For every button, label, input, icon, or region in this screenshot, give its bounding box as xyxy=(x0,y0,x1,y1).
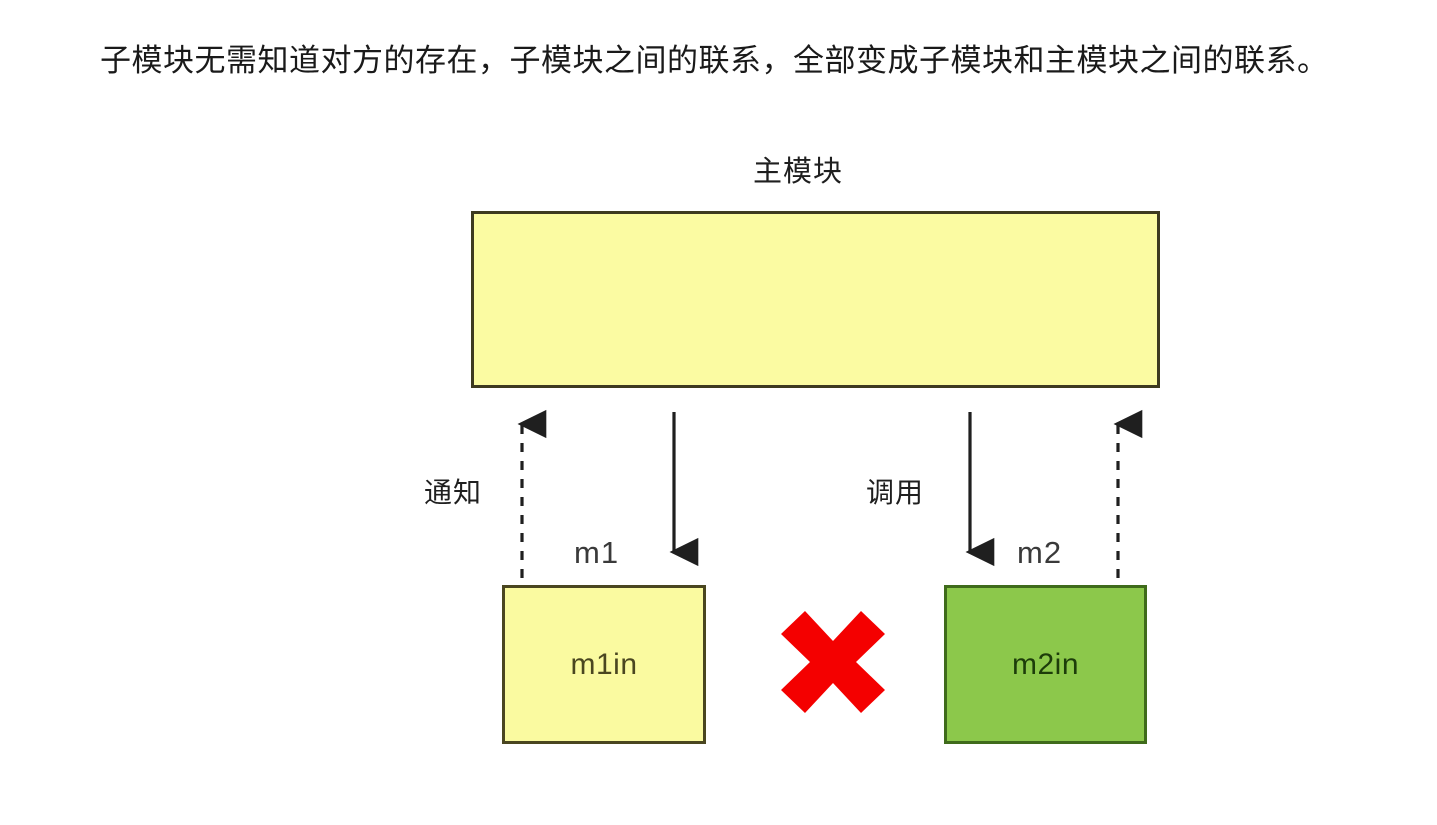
submodule-label-m2: m2 xyxy=(1017,535,1063,570)
red-cross-icon xyxy=(781,611,885,713)
main-module-label: 主模块 xyxy=(753,156,844,188)
submodule-box-m1: m1in xyxy=(502,585,706,744)
edge-label-notify: 通知 xyxy=(424,477,483,508)
submodule-box-m2: m2in xyxy=(944,585,1147,744)
edge-label-invoke: 调用 xyxy=(866,477,925,508)
page-title: 子模块无需知道对方的存在，子模块之间的联系，全部变成子模块和主模块之间的联系。 xyxy=(100,43,1329,78)
main-module-box xyxy=(471,211,1160,388)
submodule-box-m1-text: m1in xyxy=(570,647,638,681)
submodule-label-m1: m1 xyxy=(574,535,620,570)
submodule-box-m2-text: m2in xyxy=(1011,647,1080,681)
